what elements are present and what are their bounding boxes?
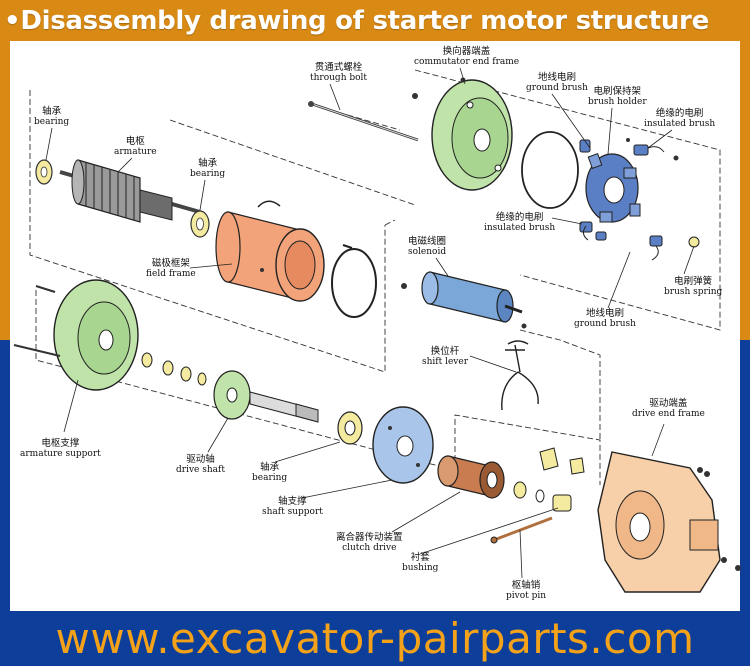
website-footer: www.excavator-pairparts.com [55,614,695,663]
bearing-mid-part [190,210,210,238]
bearing-left-part [35,159,53,185]
washer-parts [141,352,207,386]
drive-shaft-part [213,370,319,423]
shift-lever-part [501,340,539,411]
bearing-low-part [337,411,363,445]
small-plug-parts [539,447,585,475]
clutch-drive-part [437,455,545,503]
brush-holder-part [585,153,641,223]
seal-ring-part [521,131,579,209]
armature-part [59,159,201,223]
solenoid-part [401,271,527,329]
diagram-title: •Disassembly drawing of starter motor st… [4,6,709,36]
armature-support-part [13,279,139,391]
field-frame-part [215,200,325,302]
shaft-support-part [372,406,434,484]
commutator-end-frame-part [412,77,513,191]
through-bolt-part [308,101,419,142]
drive-end-frame-part [597,451,741,593]
bushing-part [552,494,572,512]
o-ring-part [331,244,377,318]
leader-lines [45,67,695,579]
brush-leads [582,146,665,261]
pivot-pin-part [490,516,553,544]
brush-spring-part [688,236,700,248]
